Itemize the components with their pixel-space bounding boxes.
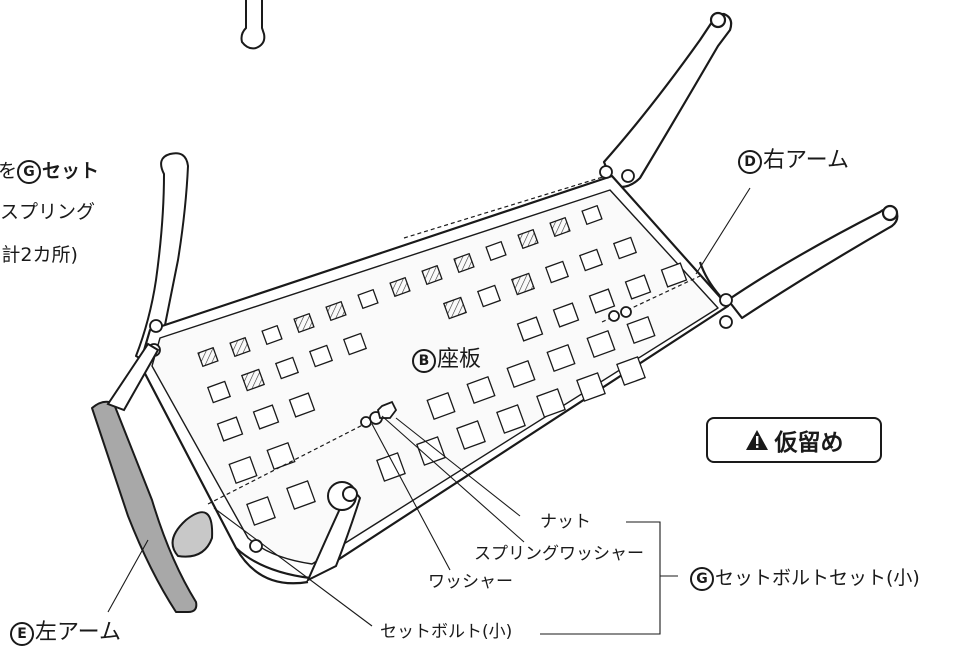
leader-lines xyxy=(107,187,751,635)
spring-washer-label: スプリングワッシャー xyxy=(474,544,644,564)
washer-label: ワッシャー xyxy=(428,572,513,592)
part-e-marker: E xyxy=(10,622,34,646)
seat-support xyxy=(106,342,362,583)
hardware-parts xyxy=(147,165,733,553)
left-partial-label-1-pre: を xyxy=(0,160,18,182)
part-g-marker: G xyxy=(17,160,42,184)
left-partial-label-1-post: セット xyxy=(42,160,100,182)
seat-board xyxy=(138,174,730,585)
seat-text: 座板 xyxy=(437,347,482,372)
bolt-axis-lines xyxy=(207,175,701,505)
left-partial-label-2: スプリング xyxy=(0,201,96,223)
left-arm-text: 左アーム xyxy=(35,620,122,645)
right-arm-text: 右アーム xyxy=(763,148,850,173)
seat-perforations xyxy=(197,204,688,526)
top-bolt-fragment xyxy=(240,0,266,50)
warning-triangle-icon xyxy=(745,429,769,451)
nut-label: ナット xyxy=(540,512,591,532)
right-arm-shape xyxy=(602,11,899,320)
part-g-marker-2: G xyxy=(690,567,714,591)
warning-text: 仮留め xyxy=(774,430,844,456)
bolt-set-text: セットボルトセット(小) xyxy=(715,567,920,589)
part-b-marker: B xyxy=(412,349,436,373)
part-d-marker: D xyxy=(738,150,762,174)
temporary-fix-warning: 仮留め xyxy=(706,417,882,463)
left-partial-label-3: (計2カ所) xyxy=(0,244,78,266)
bolt-small-label: セットボルト(小) xyxy=(380,622,513,642)
